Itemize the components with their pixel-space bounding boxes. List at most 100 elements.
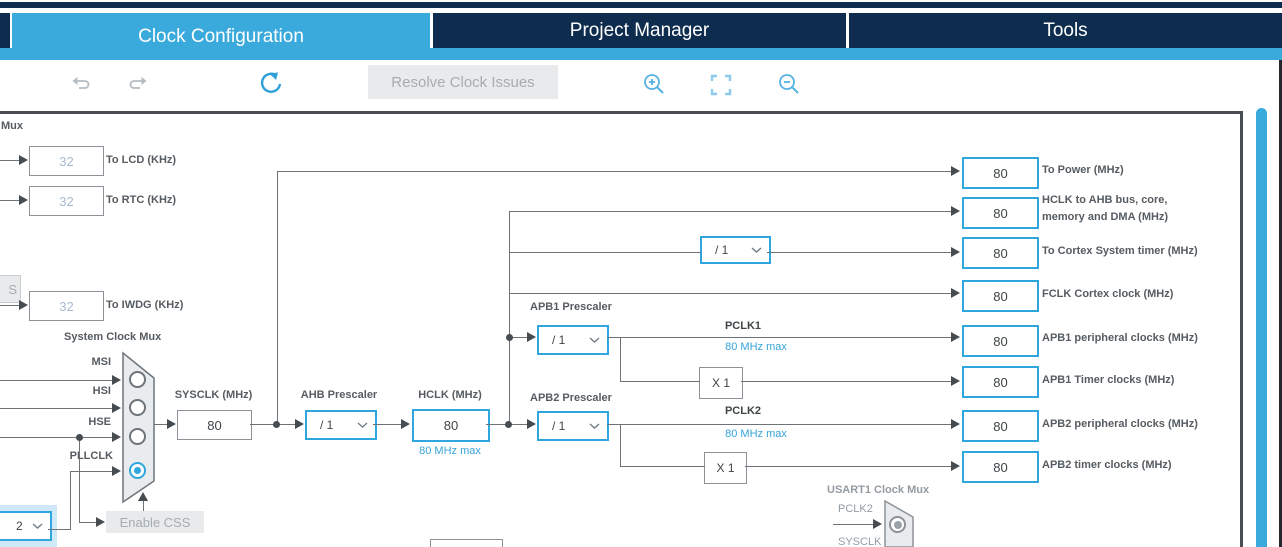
radio-hse[interactable] (129, 428, 146, 445)
sysclk-label: SYSCLK (MHz) (174, 389, 253, 401)
vertical-scrollbar-thumb[interactable] (1256, 108, 1267, 547)
junction-dot (76, 434, 83, 441)
junction-dot (506, 334, 513, 341)
to-lcd-value-box[interactable]: 32 (29, 146, 104, 176)
connector-line (277, 171, 278, 425)
window-right-edge (1279, 60, 1282, 547)
arrowhead (401, 419, 410, 429)
to-iwdg-value-box[interactable]: 32 (29, 291, 104, 321)
connector-line (509, 293, 951, 294)
enable-css-button[interactable]: Enable CSS (106, 511, 204, 533)
connector-line (70, 471, 113, 472)
connector-line (0, 200, 20, 201)
resolve-clock-issues-button[interactable]: Resolve Clock Issues (368, 65, 558, 99)
chevron-down-icon (32, 523, 43, 529)
window-top-strip (0, 2, 1282, 8)
fclk-label: FCLK Cortex clock (MHz) (1042, 288, 1174, 300)
to-rtc-value-box[interactable]: 32 (29, 186, 104, 216)
pclk1-label: PCLK1 (724, 320, 762, 332)
arrowhead (527, 332, 536, 342)
connector-line (620, 337, 621, 382)
apb1-timer-value-box[interactable]: 80 (962, 366, 1039, 398)
connector-line (79, 522, 97, 523)
to-power-label: To Power (MHz) (1042, 164, 1124, 176)
tab-previous-stub[interactable] (0, 13, 10, 48)
apb1-timer-multiplier: X 1 (699, 367, 743, 399)
cortex-timer-value-box[interactable]: 80 (962, 237, 1039, 269)
connector-line (745, 466, 951, 467)
active-tab-underline (0, 48, 1282, 60)
tab-tools[interactable]: Tools (849, 13, 1282, 48)
connector-line (48, 529, 71, 530)
hclk-ahb-value-box[interactable]: 80 (962, 197, 1039, 229)
apb2-peripheral-value-box[interactable]: 80 (962, 410, 1039, 442)
radio-pllclk-selected[interactable] (129, 462, 146, 479)
arrowhead (112, 375, 121, 385)
usart1-radio-pclk2-selected[interactable] (889, 516, 906, 533)
mux-input-pllclk-label: PLLCLK (69, 450, 113, 462)
connector-line (509, 211, 951, 212)
canvas-top-border (0, 111, 1243, 114)
apb2-prescaler-label: APB2 Prescaler (530, 392, 612, 404)
hclk-label: HCLK (MHz) (418, 389, 482, 401)
chevron-down-icon (357, 422, 368, 428)
to-power-value-box[interactable]: 80 (962, 157, 1039, 189)
arrowhead (112, 466, 121, 476)
pll-r-divider-dropdown[interactable]: 2 (0, 511, 52, 541)
mux-input-hse-label: HSE (88, 416, 111, 428)
apb2-timer-value-box[interactable]: 80 (962, 451, 1039, 483)
tab-project-manager[interactable]: Project Manager (433, 13, 846, 48)
arrowhead (527, 419, 536, 429)
fclk-value-box[interactable]: 80 (962, 280, 1039, 312)
apb1-peripheral-label: APB1 peripheral clocks (MHz) (1042, 332, 1198, 344)
connector-line (154, 424, 169, 425)
apb1-timer-label: APB1 Timer clocks (MHz) (1042, 374, 1175, 386)
sysclk-value-box[interactable]: 80 (177, 410, 252, 440)
arrowhead (873, 519, 882, 529)
connector-line (767, 252, 951, 253)
to-iwdg-label: To IWDG (KHz) (106, 299, 184, 311)
ahb-prescaler-label: AHB Prescaler (300, 389, 378, 401)
clipped-mux-title: Mux (1, 120, 23, 132)
apb1-prescaler-dropdown[interactable]: / 1 (537, 325, 609, 355)
pclk1-max-note: 80 MHz max (725, 341, 787, 353)
radio-hsi[interactable] (129, 399, 146, 416)
connector-line (620, 424, 621, 467)
arrowhead (112, 403, 121, 413)
apb2-timer-multiplier: X 1 (704, 452, 747, 484)
ahb-prescaler-dropdown[interactable]: / 1 (305, 410, 377, 440)
connector-line (277, 171, 951, 172)
connector-line (620, 466, 705, 467)
hclk-ahb-label-line1: HCLK to AHB bus, core, (1042, 194, 1168, 206)
apb1-peripheral-value-box[interactable]: 80 (962, 325, 1039, 357)
connector-line (0, 437, 112, 438)
undo-icon[interactable] (70, 75, 92, 100)
connector-line (741, 381, 951, 382)
clipped-bottom-box (430, 539, 503, 547)
apb2-prescaler-dropdown[interactable]: / 1 (537, 411, 609, 441)
mux-input-hsi-label: HSI (92, 385, 111, 397)
connector-line (373, 424, 402, 425)
system-clock-mux-title: System Clock Mux (64, 331, 162, 343)
arrowhead (96, 517, 105, 527)
cortex-timer-divider-dropdown[interactable]: / 1 (700, 236, 771, 264)
chevron-down-icon (589, 423, 600, 429)
usart1-clock-mux-title: USART1 Clock Mux (827, 484, 930, 496)
arrowhead (951, 247, 960, 257)
radio-msi[interactable] (129, 371, 146, 388)
zoom-out-icon[interactable] (777, 72, 801, 101)
arrowhead (951, 206, 960, 216)
connector-line (0, 160, 20, 161)
arrowhead (951, 461, 960, 471)
arrowhead (951, 288, 960, 298)
zoom-in-icon[interactable] (642, 72, 666, 101)
fit-to-view-icon[interactable] (710, 74, 732, 101)
clipped-lsi-block[interactable]: S (0, 275, 21, 303)
to-lcd-label: To LCD (KHz) (106, 154, 177, 166)
refresh-icon[interactable] (258, 71, 284, 102)
connector-line (833, 524, 874, 525)
hclk-ahb-label-line2: memory and DMA (MHz) (1042, 211, 1169, 223)
hclk-value-box[interactable]: 80 (412, 409, 490, 442)
redo-icon[interactable] (127, 75, 149, 100)
apb2-timer-label: APB2 timer clocks (MHz) (1042, 459, 1172, 471)
